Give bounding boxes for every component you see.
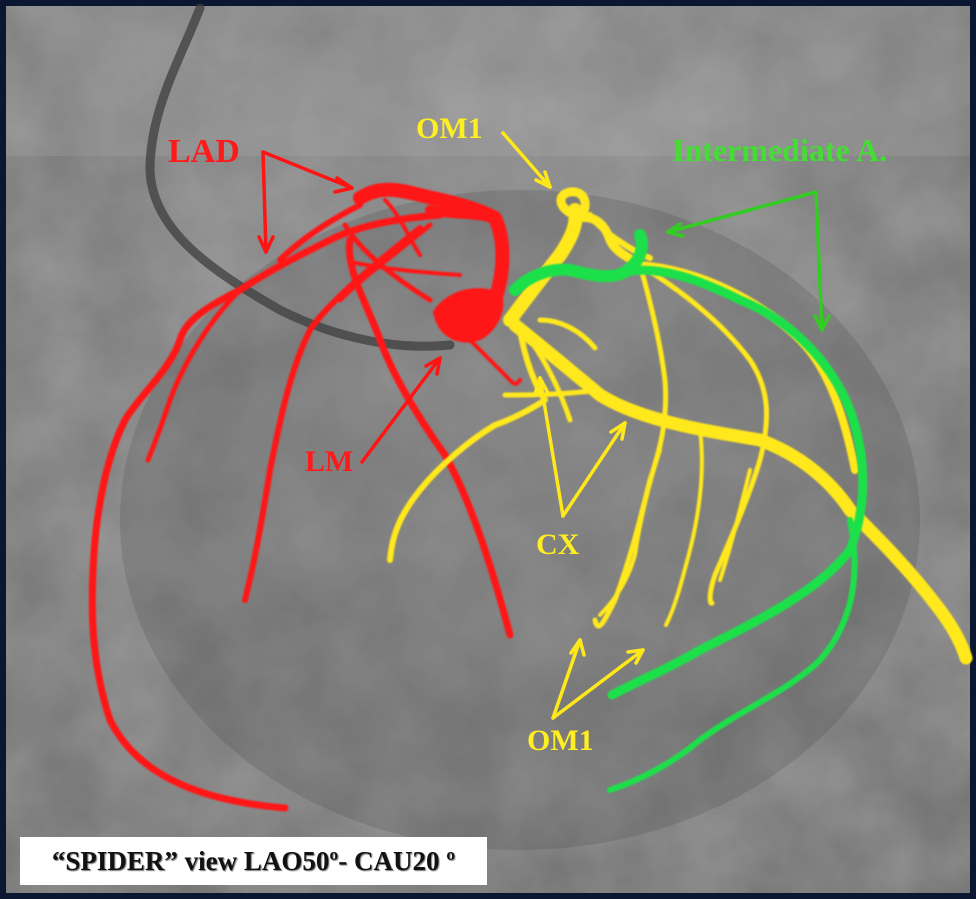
- intermediate-artery: [509, 229, 868, 793]
- cx-arrows: [533, 376, 627, 518]
- lad-label: LAD: [168, 133, 240, 170]
- lm-arrow: [360, 356, 442, 464]
- om1-top-arrow: [501, 131, 552, 189]
- intermediate-artery-label: Intermediate A.: [672, 132, 888, 168]
- om1-bottom-arrows: [551, 638, 645, 720]
- caption-text: “SPIDER” view LAO50º- CAU20 º: [51, 845, 456, 876]
- intermediate-arrows: [666, 190, 831, 332]
- caption-box: “SPIDER” view LAO50º- CAU20 º: [20, 837, 487, 885]
- lm-label: LM: [305, 445, 354, 478]
- om1-top-label: OM1: [416, 112, 483, 145]
- lad-vessel-tree: [88, 182, 522, 812]
- catheter: [145, 3, 455, 351]
- cx-label: CX: [536, 528, 580, 561]
- annotation-arrows: [257, 131, 831, 720]
- om1-bottom-label: OM1: [527, 724, 594, 757]
- lad-arrows: [257, 150, 354, 254]
